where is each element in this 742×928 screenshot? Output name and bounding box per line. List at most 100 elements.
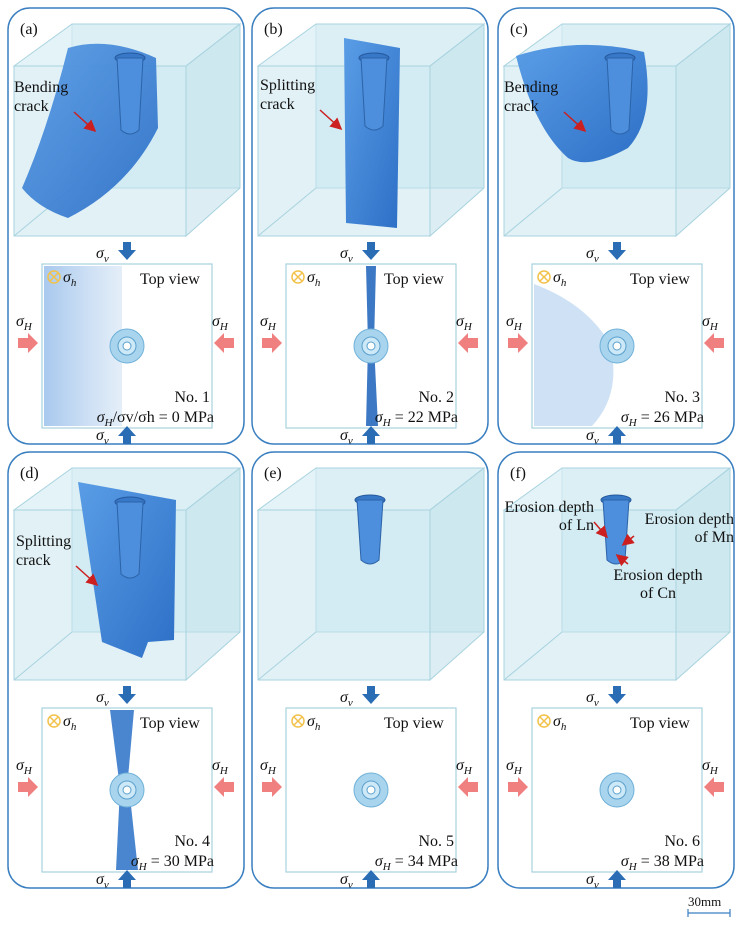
sigma-H-label-right: σH bbox=[212, 313, 229, 333]
sigma-v-arrow-top bbox=[608, 242, 626, 260]
scale-bar: 30mm bbox=[687, 894, 731, 917]
borehole bbox=[358, 52, 390, 131]
sigma-H-label-left: σH bbox=[16, 313, 33, 333]
erosion-cn-label: Erosion depth bbox=[613, 567, 702, 584]
top-view-label: Top view bbox=[140, 715, 200, 732]
crack-label: crack bbox=[16, 552, 51, 569]
erosion-cn-label: of Cn bbox=[640, 585, 676, 602]
sigma-v-label-top: σv bbox=[586, 689, 599, 709]
sigma-v-arrow-bottom bbox=[118, 870, 136, 888]
sigma-v-arrow-top bbox=[362, 686, 380, 704]
sigma-h-label: σh bbox=[307, 269, 321, 289]
sigma-H-arrow-left bbox=[508, 333, 528, 353]
fracture-top bbox=[44, 266, 122, 426]
sigma-v-arrow-top bbox=[362, 242, 380, 260]
sigma-H-arrow-left bbox=[18, 777, 38, 797]
sigma-H-label-right: σH bbox=[456, 757, 473, 777]
label-arrow bbox=[593, 521, 608, 539]
out-of-plane-symbol bbox=[291, 714, 305, 728]
crack-label: Bending bbox=[504, 79, 558, 96]
top-view-label: Top view bbox=[630, 715, 690, 732]
crack-surface bbox=[344, 38, 400, 228]
sigma-v-label-bottom: σv bbox=[340, 427, 353, 447]
sigma-v-label-top: σv bbox=[340, 245, 353, 265]
borehole bbox=[354, 494, 386, 565]
label-arrow bbox=[73, 111, 97, 133]
panel-tag: (a) bbox=[20, 21, 38, 38]
sigma-H-label-right: σH bbox=[456, 313, 473, 333]
sigma-H-label-left: σH bbox=[506, 757, 523, 777]
label-arrow bbox=[563, 111, 587, 133]
sigma-H-arrow-right bbox=[704, 777, 724, 797]
borehole-top bbox=[109, 772, 145, 808]
sigma-H-arrow-left bbox=[262, 777, 282, 797]
out-of-plane-symbol bbox=[47, 270, 61, 284]
rock-cube bbox=[502, 466, 732, 682]
sigma-H-label-right: σH bbox=[702, 757, 719, 777]
out-of-plane-symbol bbox=[537, 270, 551, 284]
sigma-v-label-bottom: σv bbox=[96, 427, 109, 447]
fracture-top bbox=[534, 284, 614, 426]
label-arrow bbox=[615, 554, 629, 567]
panel-tag: (b) bbox=[264, 21, 283, 38]
sigma-v-arrow-bottom bbox=[118, 426, 136, 444]
top-view-label: Top view bbox=[384, 715, 444, 732]
scale-bar-label: 30mm bbox=[688, 894, 721, 909]
out-of-plane-symbol bbox=[537, 714, 551, 728]
top-view-label: Top view bbox=[140, 271, 200, 288]
sample-number: No. 4 bbox=[174, 833, 210, 850]
panel-tag: (c) bbox=[510, 21, 528, 38]
sample-number: No. 2 bbox=[418, 389, 454, 406]
borehole-top bbox=[353, 772, 389, 808]
borehole bbox=[114, 496, 146, 579]
sigma-H-arrow-right bbox=[458, 777, 478, 797]
borehole bbox=[600, 494, 632, 565]
panel-tag: (f) bbox=[510, 465, 526, 482]
panel-tag: (d) bbox=[20, 465, 39, 482]
sigma-v-arrow-top bbox=[118, 242, 136, 260]
sigma-v-arrow-bottom bbox=[362, 426, 380, 444]
sigma-v-label-bottom: σv bbox=[586, 871, 599, 891]
stress-condition: σH/σv/σh = 0 MPa bbox=[97, 409, 214, 429]
sigma-v-label-top: σv bbox=[96, 245, 109, 265]
sigma-H-arrow-left bbox=[508, 777, 528, 797]
sigma-v-label-top: σv bbox=[340, 689, 353, 709]
stress-condition: σH = 38 MPa bbox=[621, 853, 704, 873]
borehole-top bbox=[353, 328, 389, 364]
crack-label: Splitting bbox=[16, 533, 71, 550]
label-arrow bbox=[75, 565, 99, 587]
sigma-v-label-top: σv bbox=[586, 245, 599, 265]
erosion-ln-label: Erosion depth bbox=[505, 499, 594, 516]
panel-tag: (e) bbox=[264, 465, 282, 482]
erosion-mn-label: of Mn bbox=[694, 529, 734, 546]
sigma-h-label: σh bbox=[553, 269, 567, 289]
sample-number: No. 1 bbox=[174, 389, 210, 406]
sigma-H-label-right: σH bbox=[702, 313, 719, 333]
sigma-H-arrow-right bbox=[214, 777, 234, 797]
out-of-plane-symbol bbox=[47, 714, 61, 728]
borehole-top bbox=[599, 772, 635, 808]
sigma-v-arrow-top bbox=[608, 686, 626, 704]
borehole-top bbox=[599, 328, 635, 364]
sigma-v-arrow-bottom bbox=[608, 426, 626, 444]
crack-label: crack bbox=[260, 96, 295, 113]
sigma-H-arrow-right bbox=[704, 333, 724, 353]
stress-condition: σH = 34 MPa bbox=[375, 853, 458, 873]
sigma-H-arrow-left bbox=[18, 333, 38, 353]
sigma-H-label-right: σH bbox=[212, 757, 229, 777]
sigma-v-arrow-bottom bbox=[608, 870, 626, 888]
borehole bbox=[114, 52, 146, 135]
crack-label: Splitting bbox=[260, 77, 315, 94]
